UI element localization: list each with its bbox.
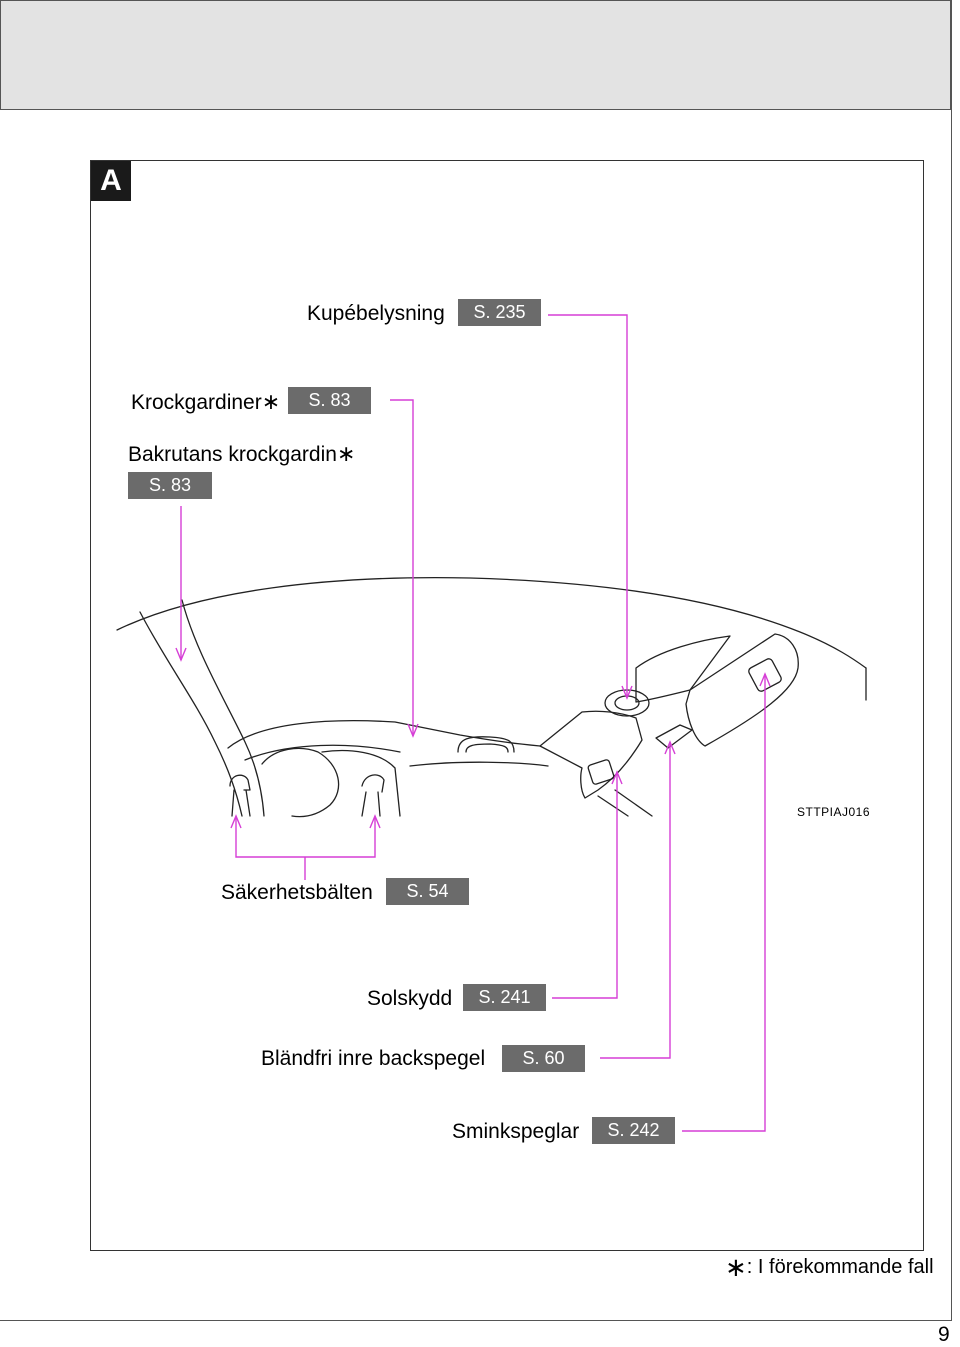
roof-outline [116, 576, 867, 669]
callout-bakrutans-label: Bakrutans krockgardin [128, 443, 337, 466]
callout-krockgardiner-page: S. 83 [288, 387, 371, 414]
seatbelt-anchor-right [361, 774, 385, 793]
left-pillar [139, 611, 243, 817]
section-tab: A [91, 161, 131, 201]
callout-krockgardiner: Krockgardiner∗ [131, 389, 280, 416]
callout-sakerhetsbalten-page: S. 54 [386, 878, 469, 905]
sunvisor-right-panel [685, 633, 799, 747]
illustration-frame [90, 160, 924, 1251]
rear-window [261, 747, 340, 818]
callout-sminkspeglar-label: Sminkspeglar [452, 1120, 580, 1143]
callout-bakrutans-page: S. 83 [128, 472, 212, 499]
footnote-text: : I förekommande fall [746, 1256, 934, 1278]
illustration-code: STTPIAJ016 [797, 805, 871, 819]
page-bottom-rule [0, 1320, 952, 1321]
seatbelt-anchor-left [229, 774, 251, 791]
grab-handle [457, 736, 515, 753]
callout-sakerhetsbalten-label: Säkerhetsbälten [221, 881, 373, 904]
callout-blandfri-label: Bländfri inre backspegel [261, 1047, 486, 1070]
header-band [0, 0, 951, 110]
optional-marker: ∗ [261, 389, 281, 414]
callout-blandfri-page: S. 60 [502, 1045, 585, 1072]
footnote: ∗: I förekommande fall [725, 1252, 934, 1283]
leader-lines [175, 314, 771, 1132]
callout-kupebelysning-label: Kupébelysning [307, 302, 445, 325]
sunvisor-right [635, 635, 731, 703]
page-edge-rule [951, 0, 952, 1320]
headliner-edge [227, 720, 541, 749]
callout-sminkspeglar-page: S. 242 [592, 1117, 675, 1144]
sunvisor-left [539, 710, 643, 799]
callout-krockgardiner-label: Krockgardiner [131, 391, 262, 414]
page-number: 9 [938, 1323, 950, 1346]
mirror-mount [655, 724, 693, 749]
callout-solskydd-page: S. 241 [463, 984, 546, 1011]
footnote-marker: ∗ [725, 1252, 747, 1282]
callout-kupebelysning-page: S. 235 [458, 299, 541, 326]
optional-marker: ∗ [336, 441, 356, 466]
callout-solskydd-label: Solskydd [367, 987, 453, 1010]
callout-bakrutans: Bakrutans krockgardin∗ [128, 441, 355, 468]
